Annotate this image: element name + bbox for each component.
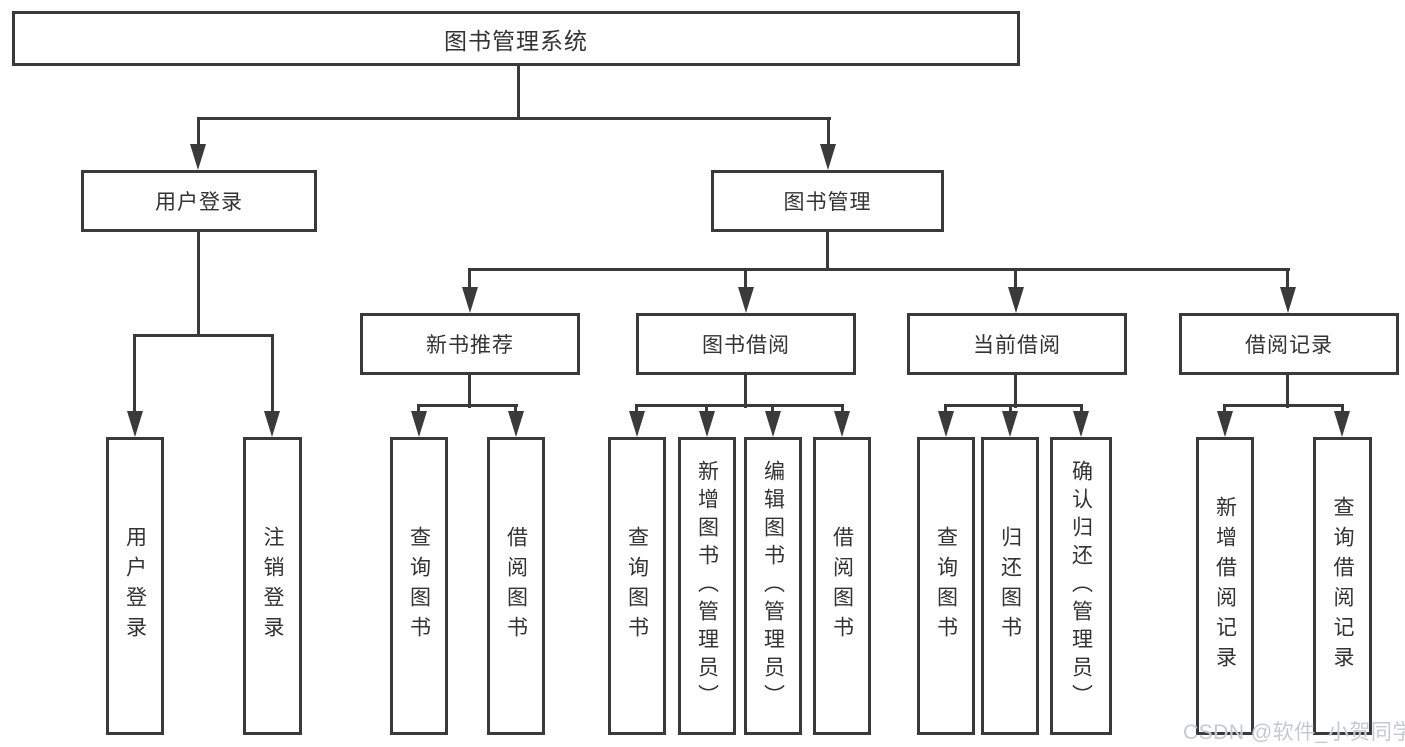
node-label: 图书借阅 <box>702 334 790 357</box>
arrow-down-icon <box>1002 411 1018 437</box>
leaf-label: 借阅图书 <box>504 526 528 646</box>
node-label: 用户登录 <box>155 191 243 214</box>
leaf-return-books: 归还图书 <box>981 437 1039 735</box>
leaf-logout: 注销登录 <box>243 437 302 735</box>
connector-line <box>197 232 200 336</box>
connector-line <box>744 268 747 290</box>
connector-line <box>1014 375 1017 408</box>
connector-line <box>133 334 136 414</box>
leaf-query-books-current: 查询图书 <box>917 437 975 735</box>
connector-line <box>417 404 518 407</box>
leaf-add-books-admin: 新增图书（管理员） <box>678 437 736 735</box>
node-root-book-management-system: 图书管理系统 <box>12 11 1020 66</box>
node-user-login: 用户登录 <box>81 170 317 232</box>
leaf-confirm-return-admin: 确认归还（管理员） <box>1050 437 1112 735</box>
node-label: 新书推荐 <box>426 334 514 357</box>
arrow-down-icon <box>1073 411 1089 437</box>
arrow-down-icon <box>1280 287 1296 313</box>
connector-line <box>517 66 520 120</box>
connector-line <box>468 375 471 408</box>
arrow-down-icon <box>820 144 836 170</box>
leaf-label: 归还图书 <box>998 526 1022 646</box>
node-book-borrowing: 图书借阅 <box>636 313 856 375</box>
arrow-down-icon <box>629 411 645 437</box>
connector-line <box>197 117 831 120</box>
node-current-borrowing: 当前借阅 <box>907 313 1127 375</box>
connector-line <box>133 334 274 337</box>
arrow-down-icon <box>699 411 715 437</box>
arrow-down-icon <box>738 287 754 313</box>
leaf-label: 借阅图书 <box>830 526 854 646</box>
leaf-query-books-recommend: 查询图书 <box>390 437 448 735</box>
leaf-borrow-books-recommend: 借阅图书 <box>487 437 545 735</box>
connector-line <box>1014 268 1017 290</box>
node-borrowing-records: 借阅记录 <box>1179 313 1399 375</box>
node-label: 借阅记录 <box>1245 334 1333 357</box>
leaf-label: 用户登录 <box>123 526 147 646</box>
leaf-label: 编辑图书（管理员） <box>761 460 785 712</box>
connector-line <box>827 117 830 147</box>
leaf-label: 查询借阅记录 <box>1331 496 1354 676</box>
connector-line <box>744 375 747 408</box>
leaf-label: 新增借阅记录 <box>1213 496 1237 676</box>
arrow-down-icon <box>462 287 478 313</box>
connector-line <box>1286 268 1289 290</box>
arrow-down-icon <box>834 411 850 437</box>
connector-line <box>1286 375 1289 408</box>
leaf-label: 查询图书 <box>625 526 649 646</box>
leaf-label: 查询图书 <box>407 526 431 646</box>
leaf-label: 新增图书（管理员） <box>695 460 719 712</box>
arrow-down-icon <box>508 411 524 437</box>
leaf-user-login: 用户登录 <box>106 437 164 735</box>
node-book-management: 图书管理 <box>711 170 944 232</box>
leaf-edit-books-admin: 编辑图书（管理员） <box>744 437 802 735</box>
arrow-down-icon <box>1008 287 1024 313</box>
node-label: 当前借阅 <box>973 334 1061 357</box>
leaf-query-borrow-record: 查询借阅记录 <box>1313 437 1372 735</box>
leaf-borrow-books: 借阅图书 <box>813 437 871 735</box>
connector-line <box>468 268 471 290</box>
csdn-watermark: CSDN @软件_小贺同学 <box>1183 721 1405 744</box>
connector-line <box>944 404 1083 407</box>
connector-line <box>468 268 1290 271</box>
arrow-down-icon <box>411 411 427 437</box>
arrow-down-icon <box>1334 411 1350 437</box>
arrow-down-icon <box>264 411 280 437</box>
connector-line <box>635 404 844 407</box>
node-label: 图书管理系统 <box>444 27 588 54</box>
leaf-label: 确认归还（管理员） <box>1069 460 1093 712</box>
leaf-query-books-borrowing: 查询图书 <box>608 437 666 735</box>
leaf-add-borrow-record: 新增借阅记录 <box>1196 437 1254 735</box>
connector-line <box>826 232 829 270</box>
leaf-label: 查询图书 <box>934 526 958 646</box>
arrow-down-icon <box>938 411 954 437</box>
node-new-book-recommend: 新书推荐 <box>360 313 580 375</box>
arrow-down-icon <box>190 144 206 170</box>
arrow-down-icon <box>127 411 143 437</box>
leaf-label: 注销登录 <box>261 526 284 646</box>
connector-line <box>197 117 200 147</box>
arrow-down-icon <box>765 411 781 437</box>
node-label: 图书管理 <box>783 191 872 214</box>
arrow-down-icon <box>1217 411 1233 437</box>
connector-line <box>271 334 274 414</box>
connector-line <box>1223 404 1344 407</box>
